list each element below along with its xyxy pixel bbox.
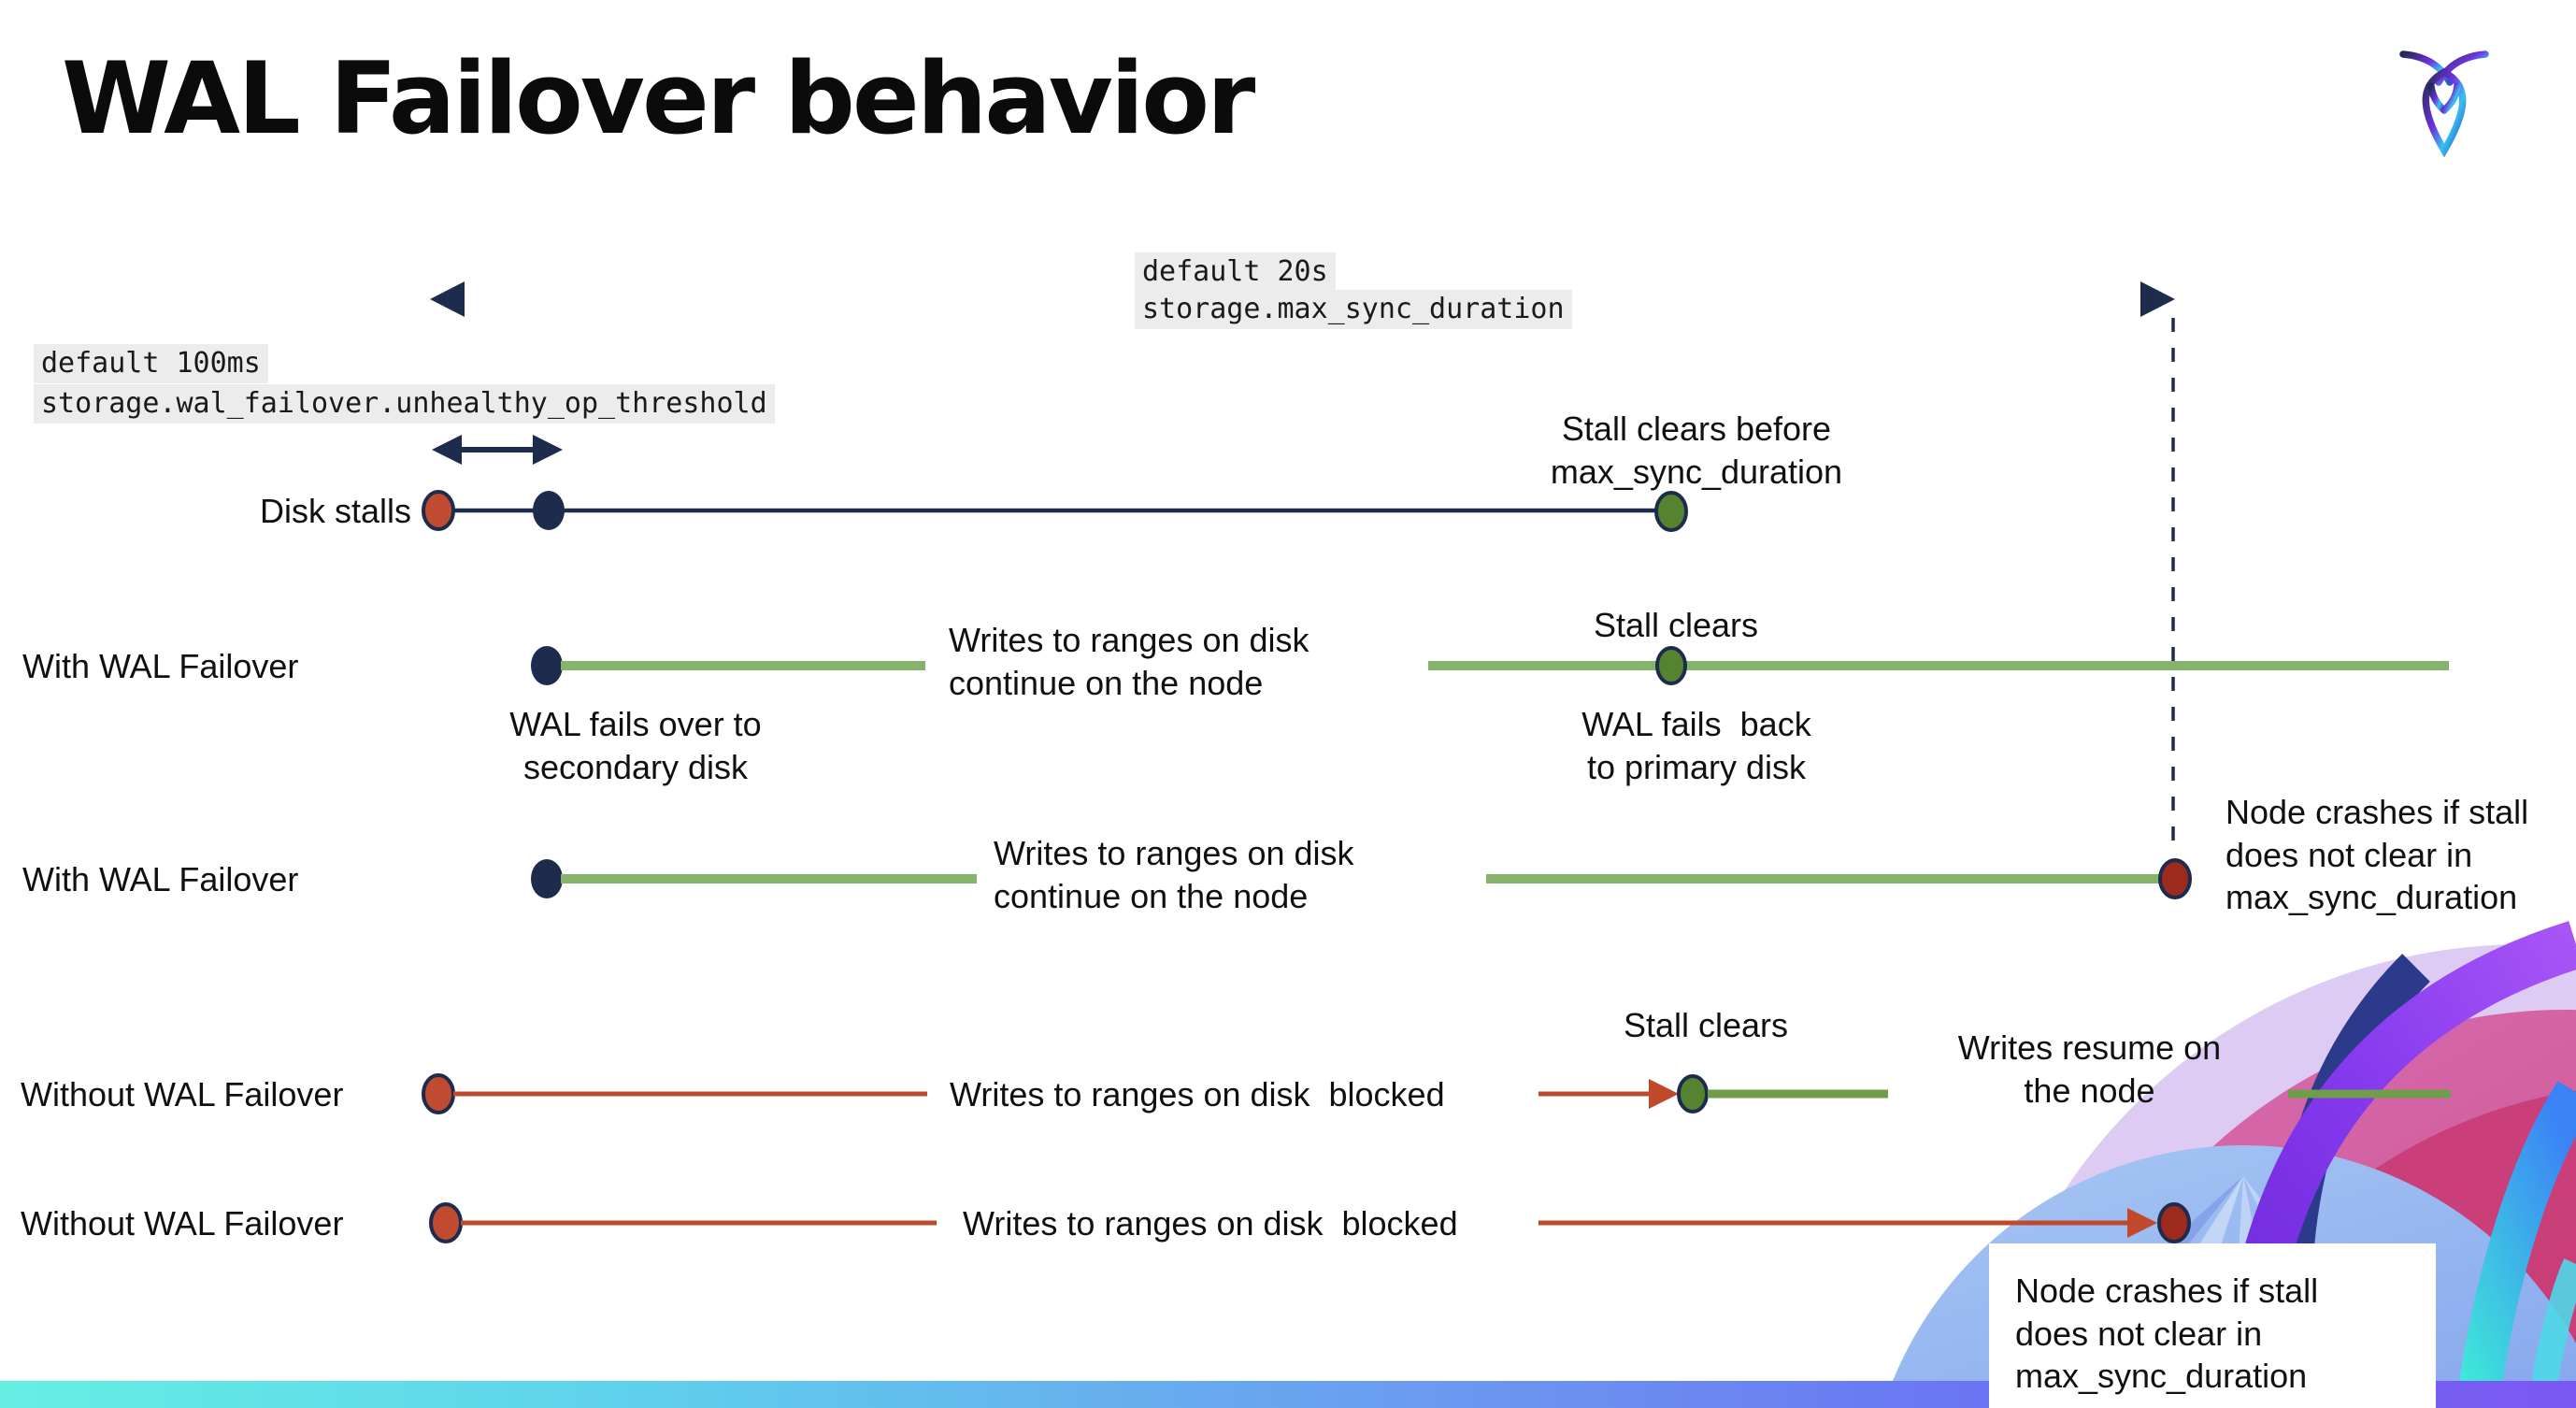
note-stall-clears-r4: Stall clears [1623, 1006, 1789, 1044]
note-wal-fails-over: WAL fails over to secondary disk [509, 705, 762, 786]
note-stall-clears-r2: Stall clears [1593, 606, 1759, 644]
note-node-crashes-r3: Node crashes if stall does not clear in … [2225, 793, 2529, 917]
unhealthy-op-default-value: default 100ms [34, 344, 268, 383]
unhealthy-op-default-label: default 100ms [34, 344, 268, 383]
stall-start-dot [422, 490, 455, 531]
blocked-arrowhead [2127, 1208, 2157, 1238]
note-node-crashes-r5: Node crashes if stall does not clear in … [2015, 1272, 2319, 1396]
note-writes-blocked-2: Writes to ranges on disk blocked [963, 1204, 1458, 1243]
timeline-without-failover-2 [429, 1202, 2191, 1243]
max-sync-setting-label: storage.max_sync_duration [1135, 290, 1572, 329]
max-sync-default-value: default 20s [1135, 252, 1336, 292]
note-writes-continue-1: Writes to ranges on disk continue on the… [949, 621, 1309, 702]
node-crash-dot [2157, 1202, 2191, 1243]
note-writes-resume: Writes resume on the node [1957, 1028, 2222, 1110]
node-crash-dot [2158, 858, 2192, 899]
timeline-without-failover-1 [422, 1073, 2451, 1114]
row-label-disk-stalls: Disk stalls [259, 492, 411, 530]
row-label-without-failover-1: Without WAL Failover [21, 1075, 344, 1113]
note-writes-blocked-1: Writes to ranges on disk blocked [950, 1075, 1445, 1113]
timeline-with-failover-1 [531, 646, 2449, 685]
threshold-dot [533, 491, 565, 530]
unhealthy-op-setting-name: storage.wal_failover.unhealthy_op_thresh… [34, 384, 775, 424]
max-sync-default-label: default 20s [1135, 252, 1336, 292]
stall-clear-dot [1677, 1074, 1709, 1113]
note-stall-clears-before: Stall clears before max_sync_duration [1550, 409, 1843, 491]
unhealthy-op-threshold-arrow [432, 435, 563, 465]
timeline-with-failover-2 [531, 858, 2192, 899]
row-label-without-failover-2: Without WAL Failover [21, 1204, 344, 1243]
row-label-with-failover-2: With WAL Failover [22, 860, 299, 898]
note-wal-fails-back: WAL fails back to primary disk [1581, 705, 1811, 786]
fails-back-dot [1655, 646, 1687, 685]
max-sync-setting-name: storage.max_sync_duration [1135, 290, 1572, 329]
timeline-disk-stalls [422, 490, 1688, 532]
stall-start-dot [429, 1202, 463, 1243]
note-writes-continue-2: Writes to ranges on disk continue on the… [994, 834, 1354, 915]
unhealthy-op-setting-label: storage.wal_failover.unhealthy_op_thresh… [34, 384, 775, 424]
crash-callout-box [1989, 1243, 2436, 1408]
stall-clear-dot [1654, 491, 1688, 532]
stall-start-dot [422, 1073, 455, 1114]
cockroachdb-logo-icon [2399, 50, 2489, 158]
row-label-with-failover-1: With WAL Failover [22, 647, 299, 685]
page-title: WAL Failover behavior [62, 41, 1255, 156]
failover-dot [531, 859, 563, 898]
blocked-arrowhead [1649, 1079, 1679, 1109]
failover-dot [531, 646, 563, 685]
